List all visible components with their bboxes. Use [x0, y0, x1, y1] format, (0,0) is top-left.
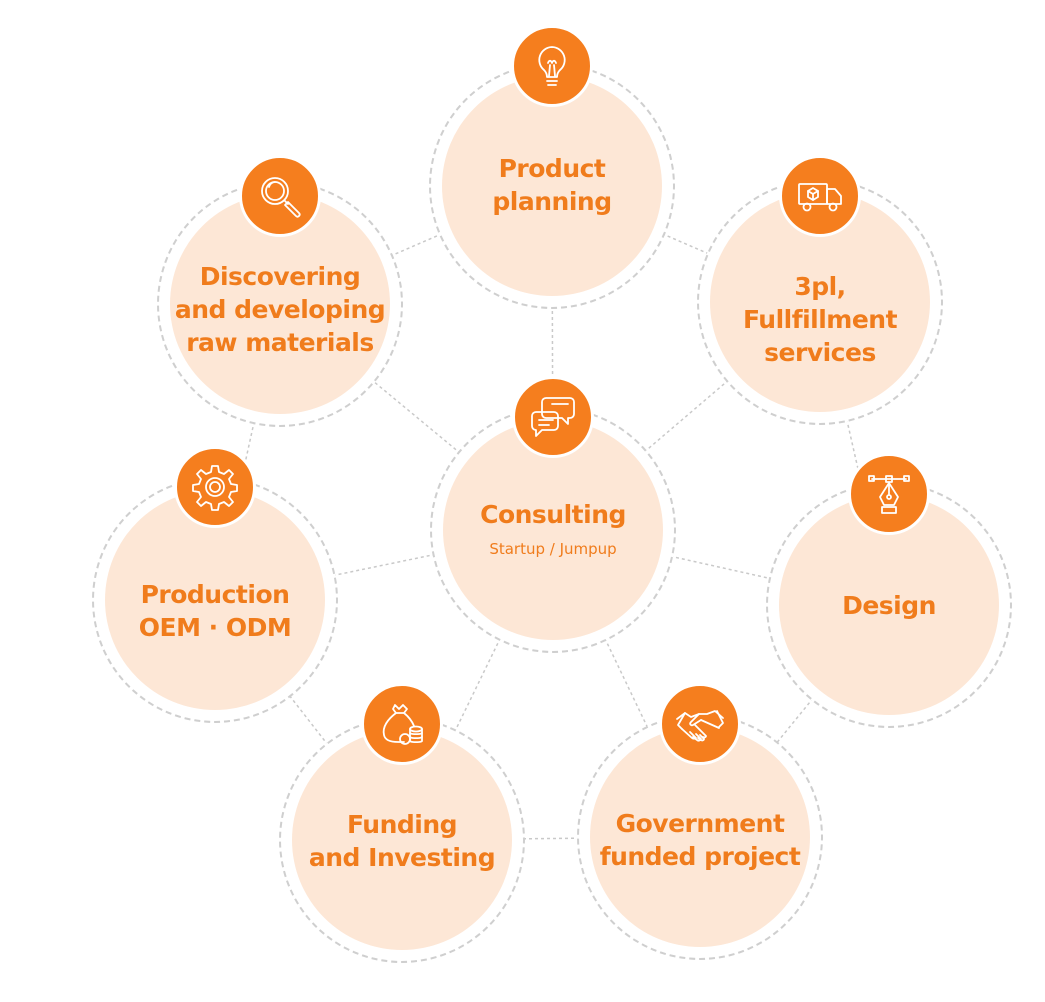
label-line: OEM · ODM	[138, 613, 292, 642]
pen-nib-icon	[848, 453, 930, 535]
node-disc	[442, 76, 662, 296]
node-subtitle: Startup / Jumpup	[489, 540, 617, 558]
node-label: Funding and Investing	[252, 808, 552, 874]
label-line: Product	[498, 154, 606, 183]
node-title: Consulting	[480, 500, 626, 529]
connector-line	[552, 301, 821, 531]
label-line: planning	[492, 187, 612, 216]
gear-icon	[174, 446, 256, 528]
label-line: Discovering	[199, 262, 361, 291]
label-line: Production	[140, 580, 290, 609]
lightbulb-icon	[511, 25, 593, 107]
node-disc	[292, 730, 512, 950]
label-line: Fullfillment	[742, 305, 898, 334]
delivery-truck-icon	[779, 155, 861, 237]
node-label: Production OEM · ODM	[65, 578, 365, 644]
label-line: services	[764, 338, 876, 367]
label-line: Funding	[346, 810, 458, 839]
label-line: funded project	[599, 842, 801, 871]
money-bag-icon	[361, 683, 443, 765]
label-line: and developing	[174, 295, 386, 324]
label-line: Government	[615, 809, 785, 838]
label-line: Design	[842, 591, 936, 620]
node-label: Discovering and developing raw materials	[130, 260, 430, 359]
label-line: 3pl,	[794, 272, 846, 301]
node-label: Government funded project	[550, 807, 850, 873]
node-label: 3pl, Fullfillment services	[670, 270, 970, 369]
chat-bubbles-icon	[512, 376, 594, 458]
label-line: and Investing	[308, 843, 496, 872]
label-line: raw materials	[186, 328, 374, 357]
node-label: Product planning	[402, 152, 702, 218]
magnifier-icon	[239, 155, 321, 237]
node-label: Design	[739, 589, 1039, 622]
handshake-icon	[659, 683, 741, 765]
